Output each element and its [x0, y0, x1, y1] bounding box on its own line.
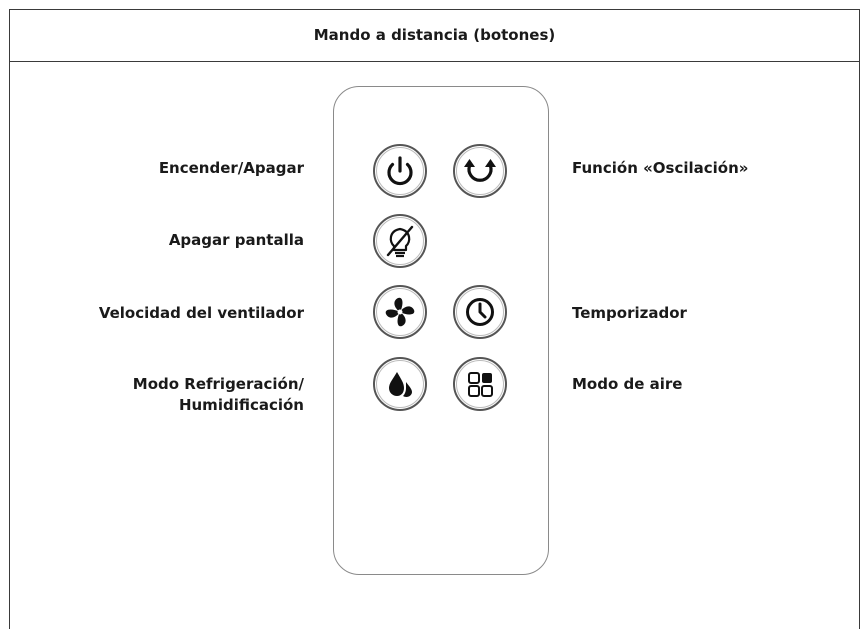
label-cooling-humidification: Modo Refrigeración/ Humidificación [133, 374, 304, 416]
power-icon [373, 144, 427, 198]
oscillation-button[interactable] [452, 143, 508, 199]
timer-button[interactable] [452, 284, 508, 340]
oscillation-icon [453, 144, 507, 198]
power-button[interactable] [372, 143, 428, 199]
air-mode-button[interactable] [452, 356, 508, 412]
display-off-icon [373, 214, 427, 268]
diagram-frame [9, 9, 860, 629]
label-oscillation: Función «Oscilación» [572, 159, 749, 177]
cooling-humidification-button[interactable] [372, 356, 428, 412]
grid-icon [453, 357, 507, 411]
label-power: Encender/Apagar [158, 159, 304, 177]
display-off-button[interactable] [372, 213, 428, 269]
label-air-mode: Modo de aire [572, 375, 683, 393]
label-display-off: Apagar pantalla [168, 231, 304, 249]
page-title: Mando a distancia (botones) [9, 9, 860, 62]
remote-control [333, 86, 549, 575]
label-timer: Temporizador [572, 304, 687, 322]
water-drop-icon [373, 357, 427, 411]
fan-icon [373, 285, 427, 339]
fan-speed-button[interactable] [372, 284, 428, 340]
label-cooling-line1: Modo Refrigeración/ [132, 375, 304, 393]
timer-icon [453, 285, 507, 339]
label-fan-speed: Velocidad del ventilador [98, 304, 304, 322]
label-cooling-line2: Humidificación [178, 396, 304, 414]
